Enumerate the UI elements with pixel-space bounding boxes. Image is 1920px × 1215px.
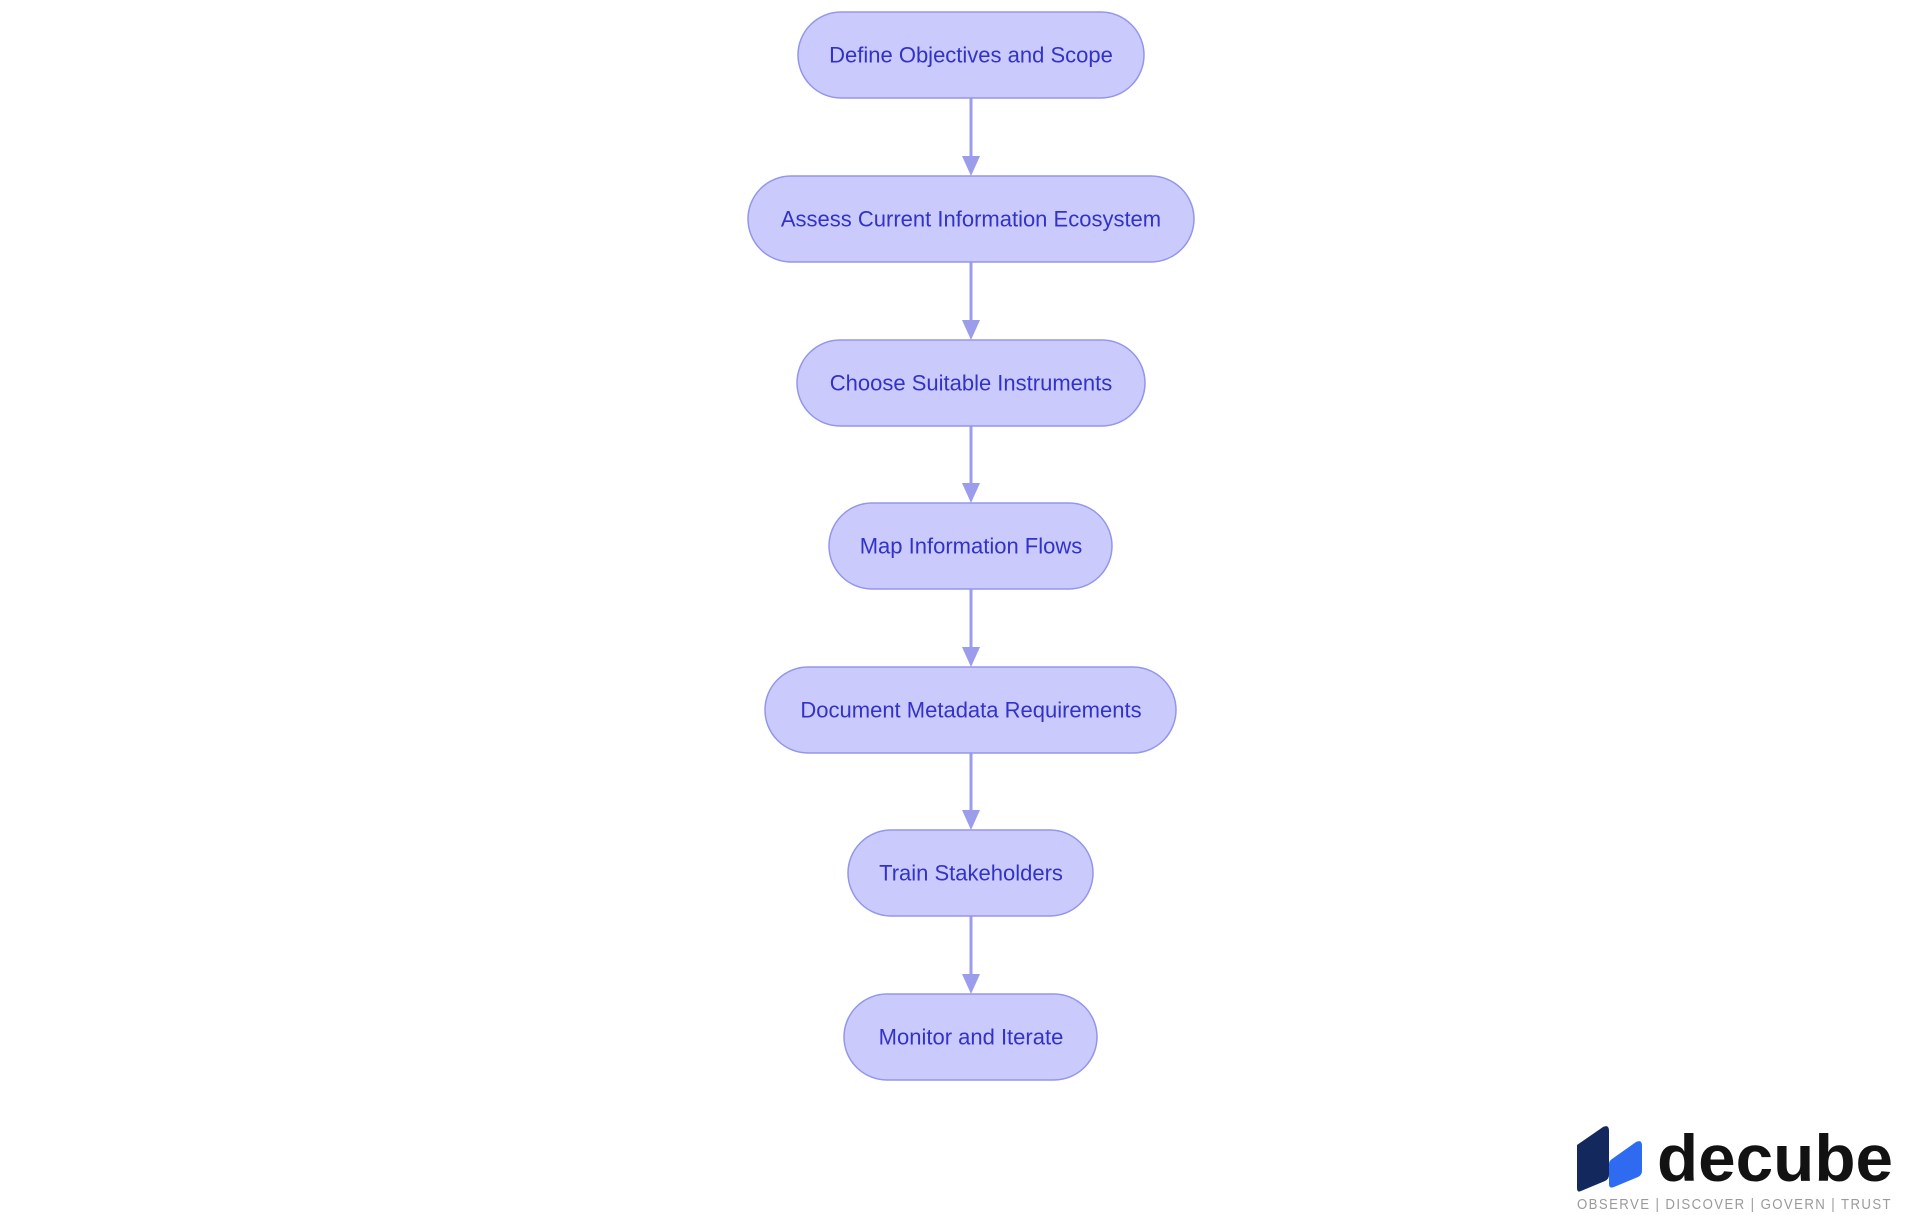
arrowhead-icon xyxy=(962,156,980,176)
node-label: Define Objectives and Scope xyxy=(829,43,1113,68)
node-choose-instruments: Choose Suitable Instruments xyxy=(796,339,1146,427)
flow-arrow xyxy=(962,589,980,667)
node-shape xyxy=(843,993,1098,1081)
node-shape xyxy=(796,339,1146,427)
node-shape xyxy=(747,175,1195,263)
arrowhead-icon xyxy=(962,974,980,994)
cube-front-panel xyxy=(1609,1141,1642,1188)
flowchart-edges xyxy=(962,98,980,994)
node-label: Map Information Flows xyxy=(860,534,1083,559)
node-define-objectives: Define Objectives and Scope xyxy=(797,11,1145,99)
node-label: Train Stakeholders xyxy=(879,861,1063,886)
node-map-flows: Map Information Flows xyxy=(828,502,1113,590)
node-shape xyxy=(828,502,1113,590)
node-shape xyxy=(797,11,1145,99)
arrowhead-icon xyxy=(962,483,980,503)
decube-cube-icon xyxy=(1577,1126,1642,1192)
flow-arrow xyxy=(962,916,980,994)
flow-arrow xyxy=(962,262,980,340)
brand-name: decube xyxy=(1657,1121,1893,1195)
node-label: Document Metadata Requirements xyxy=(800,698,1141,723)
flow-arrow xyxy=(962,426,980,503)
node-label: Choose Suitable Instruments xyxy=(830,371,1113,396)
flow-arrow xyxy=(962,753,980,830)
node-monitor-iterate: Monitor and Iterate xyxy=(843,993,1098,1081)
brand-tagline: OBSERVE | DISCOVER | GOVERN | TRUST xyxy=(1577,1196,1892,1213)
node-shape xyxy=(764,666,1177,754)
arrowhead-icon xyxy=(962,647,980,667)
node-assess-ecosystem: Assess Current Information Ecosystem xyxy=(747,175,1195,263)
node-shape xyxy=(847,829,1094,917)
flow-arrow xyxy=(962,98,980,176)
decube-logo: decube OBSERVE | DISCOVER | GOVERN | TRU… xyxy=(1577,1121,1893,1213)
node-train-stakeholders: Train Stakeholders xyxy=(847,829,1094,917)
cube-back-panel xyxy=(1577,1126,1609,1192)
arrowhead-icon xyxy=(962,810,980,830)
arrowhead-icon xyxy=(962,320,980,340)
flowchart-nodes: Define Objectives and Scope Assess Curre… xyxy=(747,11,1195,1081)
node-label: Monitor and Iterate xyxy=(879,1025,1064,1050)
node-document-metadata: Document Metadata Requirements xyxy=(764,666,1177,754)
node-label: Assess Current Information Ecosystem xyxy=(781,207,1161,232)
